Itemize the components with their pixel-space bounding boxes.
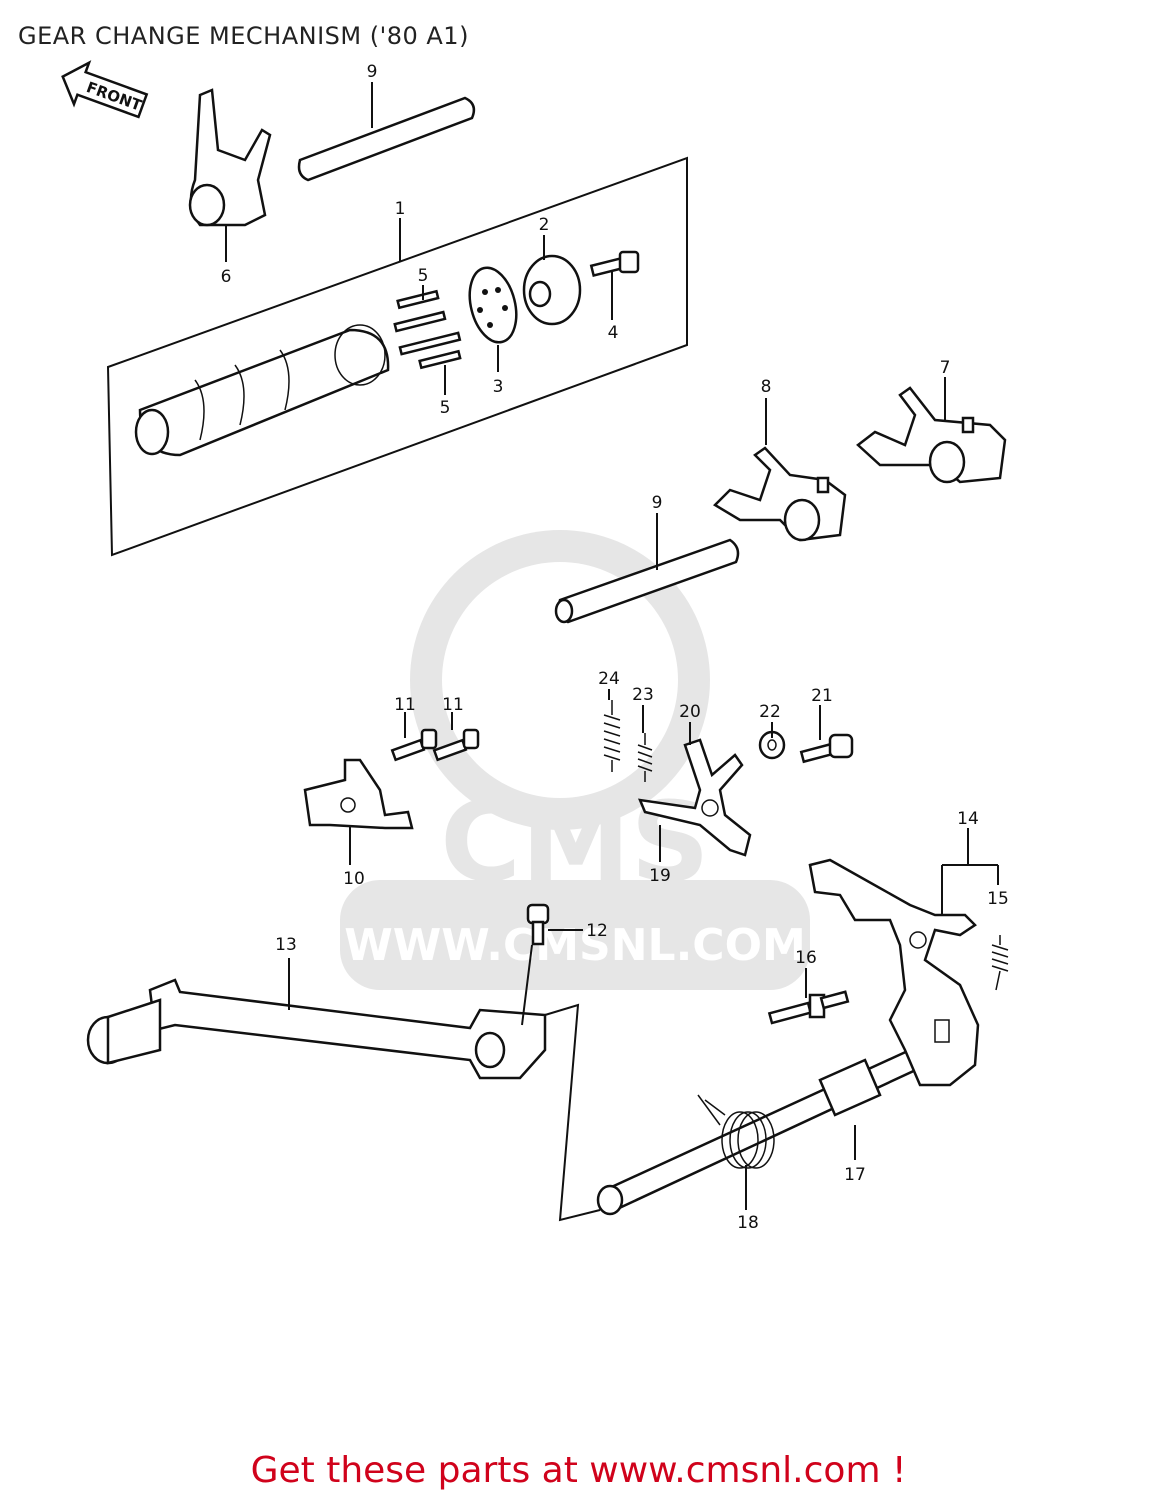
callout-5-upper: 5 (418, 266, 429, 286)
shift-fork-6 (188, 88, 272, 227)
callout-7: 7 (940, 358, 951, 378)
callout-11-right: 11 (442, 695, 464, 715)
shift-rod-upper (297, 96, 476, 182)
callout-20: 20 (679, 702, 701, 722)
callout-3: 3 (493, 377, 504, 397)
callout-6: 6 (221, 267, 232, 287)
callout-19: 19 (649, 866, 671, 886)
watermark: CMS WWW.CMSNL.COM (340, 530, 810, 990)
page-title: GEAR CHANGE MECHANISM ('80 A1) (18, 22, 469, 50)
callout-13: 13 (275, 935, 297, 955)
return-spring (697, 1094, 775, 1169)
callout-17: 17 (844, 1165, 866, 1185)
callout-4: 4 (608, 323, 619, 343)
spring-15 (991, 935, 1009, 991)
callout-22: 22 (759, 702, 781, 722)
callout-2: 2 (539, 215, 550, 235)
callout-16: 16 (795, 948, 817, 968)
callout-labels: 9 1 2 5 4 3 5 6 8 7 9 24 23 20 22 21 11 … (221, 62, 1009, 1233)
shift-arm (637, 738, 752, 857)
callout-24: 24 (598, 669, 620, 689)
bolts-11 (390, 728, 480, 762)
callout-1: 1 (395, 199, 406, 219)
callout-11-left: 11 (394, 695, 416, 715)
shift-drum-box (106, 156, 688, 557)
stud-16 (767, 990, 850, 1025)
callout-5-lower: 5 (440, 398, 451, 418)
bolt-4 (589, 250, 640, 277)
shift-drum (134, 324, 390, 457)
footer-link[interactable]: Get these parts at www.cmsnl.com ! (250, 1450, 907, 1491)
callout-9-lower: 9 (652, 493, 663, 513)
leader-lines (225, 82, 999, 1222)
shift-rod-lower (554, 538, 740, 624)
callout-18: 18 (737, 1213, 759, 1233)
shift-fork-8 (712, 446, 847, 542)
bolt-21 (799, 733, 854, 764)
shift-shaft (596, 1048, 922, 1216)
shift-cam (522, 254, 582, 326)
callout-8: 8 (761, 377, 772, 397)
callout-14: 14 (957, 809, 979, 829)
bolt-12 (526, 903, 550, 946)
watermark-logo-text: CMS (440, 778, 709, 906)
shift-fork-7 (856, 386, 1007, 484)
pin-plate (468, 266, 518, 344)
springs (603, 700, 653, 782)
pins (393, 289, 462, 370)
callout-9-upper: 9 (367, 62, 378, 82)
stopper-bracket (303, 758, 414, 830)
callout-10: 10 (343, 869, 365, 889)
front-arrow-icon: FRONT (61, 60, 149, 119)
shift-lever-plate (808, 858, 980, 1087)
callout-12: 12 (586, 921, 608, 941)
watermark-url-text: WWW.CMSNL.COM (344, 920, 806, 971)
callout-23: 23 (632, 685, 654, 705)
callout-15: 15 (987, 889, 1009, 909)
callout-21: 21 (811, 686, 833, 706)
shift-pedal (86, 978, 547, 1080)
